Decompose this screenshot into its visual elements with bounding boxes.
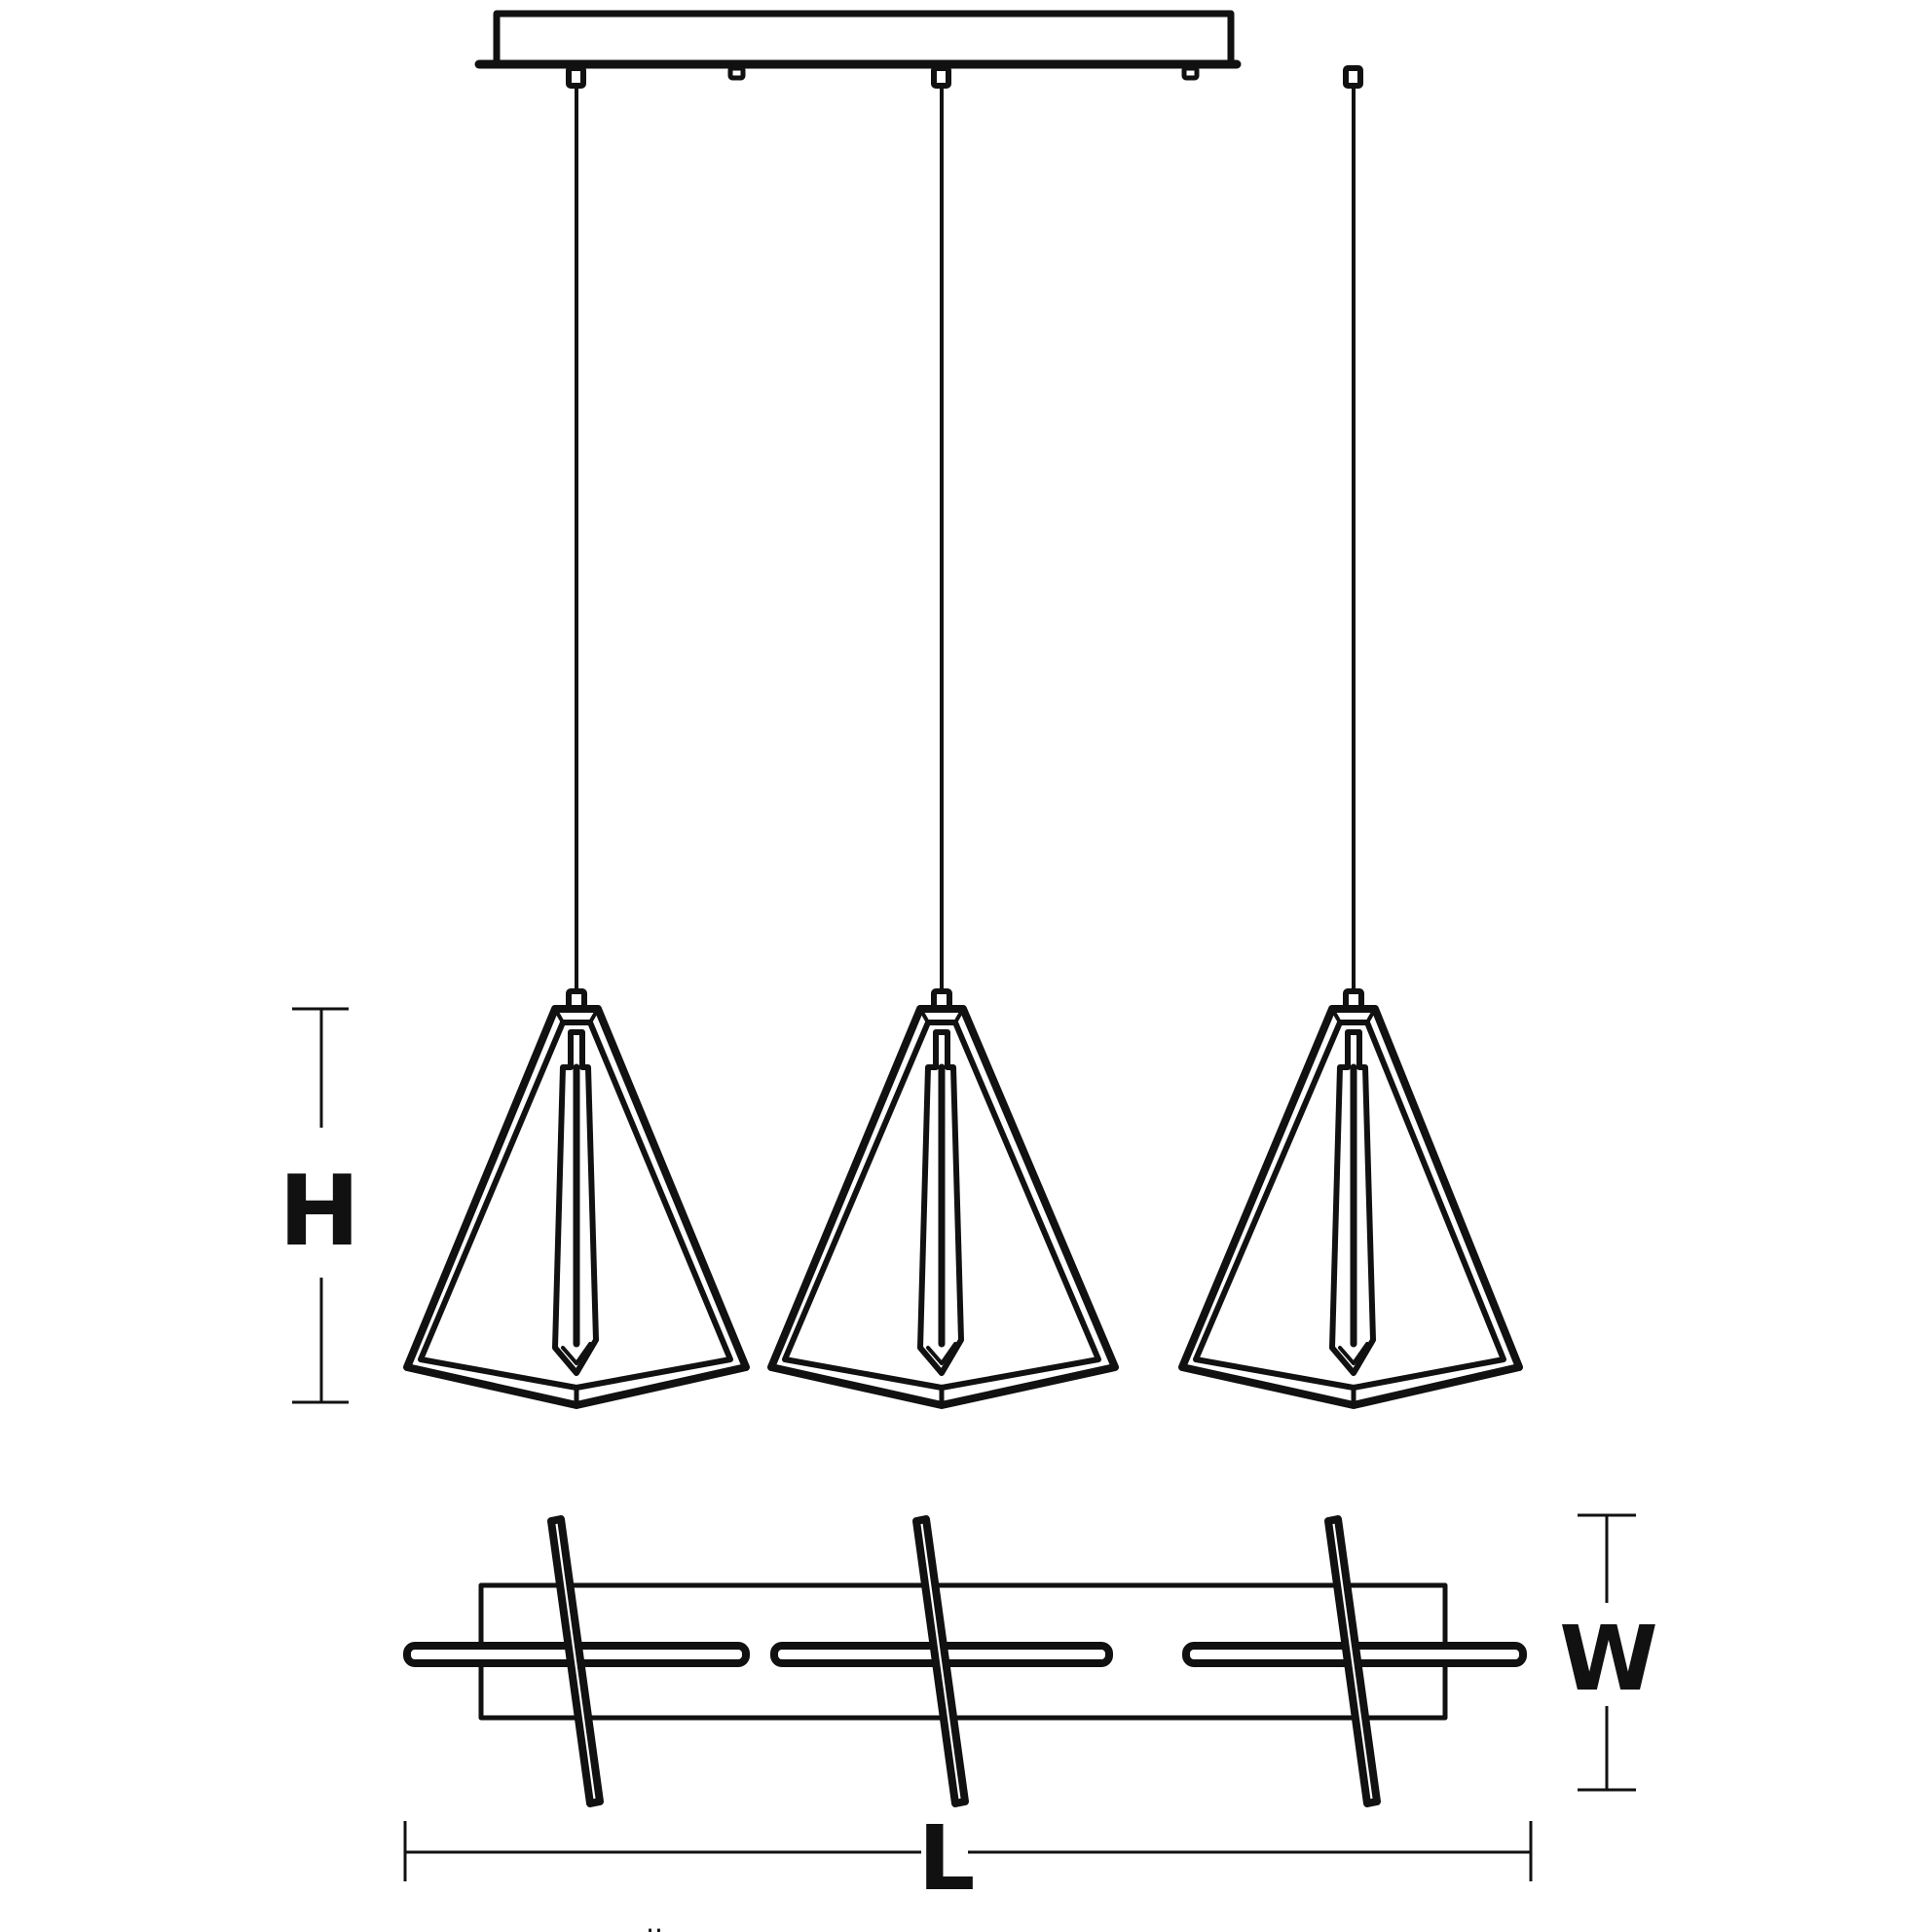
footer-mark: .. — [646, 1907, 663, 1932]
pendant-2 — [767, 65, 1119, 1409]
canopy — [474, 10, 1242, 81]
height-label: H — [279, 1154, 360, 1268]
pendant-1 — [403, 65, 750, 1409]
pendant-3 — [1178, 65, 1523, 1409]
plan-arm-1 — [403, 1515, 750, 1807]
plan-arm-3 — [1182, 1515, 1527, 1807]
height-dimension — [292, 1007, 349, 1404]
plan-arm-2 — [770, 1515, 1113, 1807]
width-dimension — [1578, 1513, 1636, 1792]
width-label: W — [1559, 1607, 1657, 1711]
plan-view — [403, 1515, 1527, 1807]
length-label: L — [918, 1806, 976, 1911]
elevation-view — [403, 10, 1523, 1409]
length-dimension — [403, 1821, 1533, 1881]
